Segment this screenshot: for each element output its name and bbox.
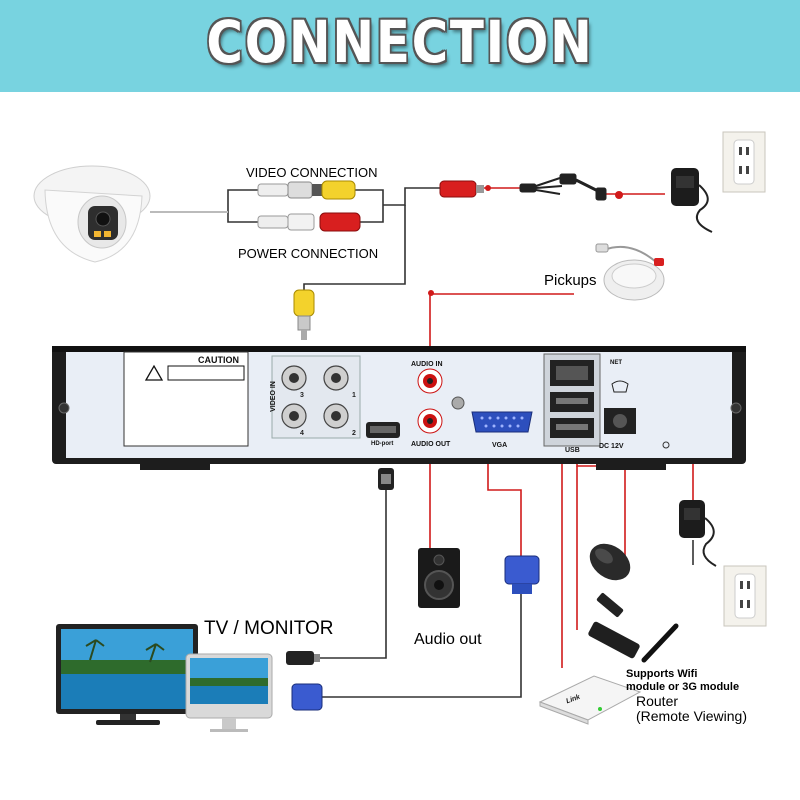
usb-label: USB bbox=[565, 447, 580, 454]
imac-icon bbox=[185, 653, 273, 732]
dvr-back-panel bbox=[52, 346, 746, 470]
channel-label: 2 bbox=[352, 430, 356, 437]
router-icon bbox=[538, 675, 642, 725]
video-in-label: VIDEO IN bbox=[269, 381, 277, 412]
channel-label: 3 bbox=[300, 392, 304, 399]
dc-plug-icon bbox=[439, 180, 484, 198]
hdmi-plug-icon bbox=[286, 651, 320, 665]
audio-out-label: Audio out bbox=[414, 631, 482, 648]
usb-stick-icon bbox=[596, 592, 624, 618]
net-label: NET bbox=[610, 360, 622, 366]
page-title: CONNECTION bbox=[206, 8, 594, 76]
pickups-label: Pickups bbox=[544, 272, 597, 289]
video-connection-label: VIDEO CONNECTION bbox=[246, 165, 378, 180]
hd-port-label: HD-port bbox=[371, 441, 394, 447]
channel-label: 1 bbox=[352, 392, 356, 399]
speaker-icon bbox=[418, 548, 460, 608]
vga-label: VGA bbox=[492, 442, 508, 449]
bnc-plug-icon bbox=[293, 289, 315, 340]
wall-outlet-icon bbox=[722, 131, 766, 193]
microphone-icon bbox=[595, 243, 665, 301]
wifi-note-label: Supports Wifi module or 3G module bbox=[626, 668, 740, 693]
audio-out-port-label: AUDIO OUT bbox=[411, 441, 451, 448]
wifi-dongle-icon bbox=[588, 621, 679, 663]
hdmi-plug-icon bbox=[378, 468, 394, 490]
power-connector-icon bbox=[257, 212, 361, 232]
video-connector-icon bbox=[257, 180, 356, 200]
power-connection-label: POWER CONNECTION bbox=[238, 246, 379, 261]
router-label: Router (Remote Viewing) bbox=[636, 693, 748, 724]
wall-outlet-icon bbox=[723, 565, 767, 627]
power-adapter-icon bbox=[679, 500, 717, 567]
power-adapter-icon bbox=[671, 168, 713, 233]
power-splitter-icon bbox=[519, 173, 607, 201]
vga-plug-icon bbox=[291, 683, 323, 711]
dc-label: DC 12V bbox=[599, 443, 624, 450]
vga-plug-icon bbox=[504, 555, 540, 594]
caution-label: CAUTION bbox=[198, 355, 239, 365]
mouse-icon bbox=[589, 543, 631, 581]
dome-camera-icon bbox=[33, 165, 228, 263]
title-banner: CONNECTION bbox=[0, 0, 800, 92]
tv-monitor-label: TV / MONITOR bbox=[204, 618, 334, 639]
channel-label: 4 bbox=[300, 430, 304, 437]
audio-in-label: AUDIO IN bbox=[411, 361, 443, 368]
monitor-icon bbox=[56, 624, 198, 725]
